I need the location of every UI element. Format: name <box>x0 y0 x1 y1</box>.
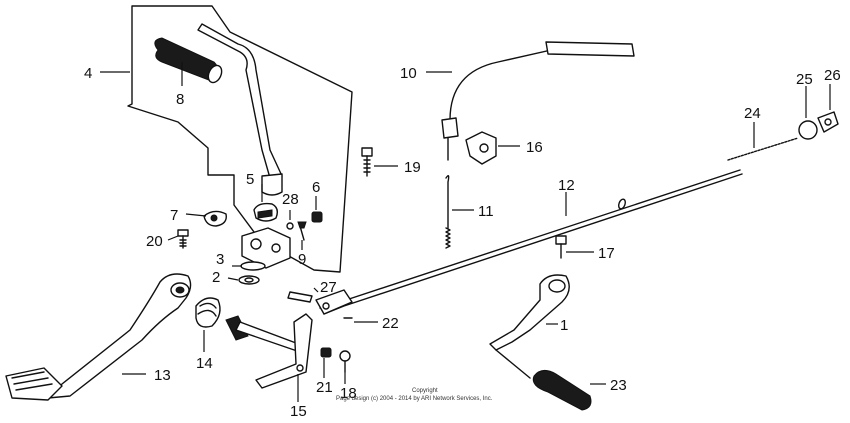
callout-17: 17 <box>598 245 615 262</box>
callout-1: 1 <box>560 317 568 334</box>
callout-25: 25 <box>796 71 813 88</box>
shift-lever-arm <box>197 23 283 196</box>
callout-9: 9 <box>298 251 306 268</box>
callout-21: 21 <box>316 379 333 396</box>
kit-outline <box>127 5 353 273</box>
spring-part-14 <box>195 297 221 328</box>
brake-rod-part-12 <box>315 169 743 315</box>
pin-part-27 <box>287 291 313 303</box>
callout-2: 2 <box>212 269 220 286</box>
joint-part-25 <box>798 120 818 140</box>
bolt-part-19 <box>361 147 373 177</box>
callout-26: 26 <box>824 67 841 84</box>
callout-13: 13 <box>154 367 171 384</box>
callout-5: 5 <box>246 171 254 188</box>
shift-linkage-small-parts <box>253 202 323 241</box>
adjust-nut-part-26 <box>817 111 839 133</box>
shift-grip-part-8 <box>154 37 223 84</box>
callout-14: 14 <box>196 355 213 372</box>
bolt-part-18 <box>339 350 351 373</box>
callout-15: 15 <box>290 403 307 420</box>
callout-11: 11 <box>478 203 494 220</box>
callout-12: 12 <box>558 177 575 194</box>
bolt-part-17 <box>555 235 567 259</box>
callout-3: 3 <box>216 251 224 268</box>
switch-spring-part-11 <box>445 175 451 249</box>
nut-part-21 <box>320 347 332 358</box>
callout-27: 27 <box>320 279 337 296</box>
bolt-part-20 <box>177 229 189 249</box>
callout-23: 23 <box>610 377 627 394</box>
callout-28: 28 <box>282 191 299 208</box>
callout-18: 18 <box>340 385 357 402</box>
brake-pedal-part-13 <box>5 273 192 401</box>
copyright-line-2: Page design (c) 2004 - 2014 by ARI Netwo… <box>336 396 493 402</box>
callout-19: 19 <box>404 159 421 176</box>
callout-16: 16 <box>526 139 543 156</box>
callout-4: 4 <box>84 65 92 82</box>
callout-10: 10 <box>400 65 417 82</box>
spring-part-24 <box>727 137 799 161</box>
brake-arm-part-15 <box>225 313 313 389</box>
callout-7: 7 <box>170 207 178 224</box>
callout-6: 6 <box>312 179 320 196</box>
washer-part-7 <box>203 210 227 227</box>
arm-part-1 <box>489 274 570 379</box>
callout-24: 24 <box>744 105 761 122</box>
shift-joint-block <box>238 227 291 285</box>
peg-rubber-part-23 <box>532 370 592 411</box>
callout-8: 8 <box>176 91 184 108</box>
copyright-line-1: Copyright <box>412 388 438 394</box>
callout-22: 22 <box>382 315 399 332</box>
bracket-part-16 <box>465 131 497 165</box>
leader-lines <box>100 62 831 402</box>
callout-20: 20 <box>146 233 163 250</box>
switch-cable-part-10 <box>441 41 635 161</box>
